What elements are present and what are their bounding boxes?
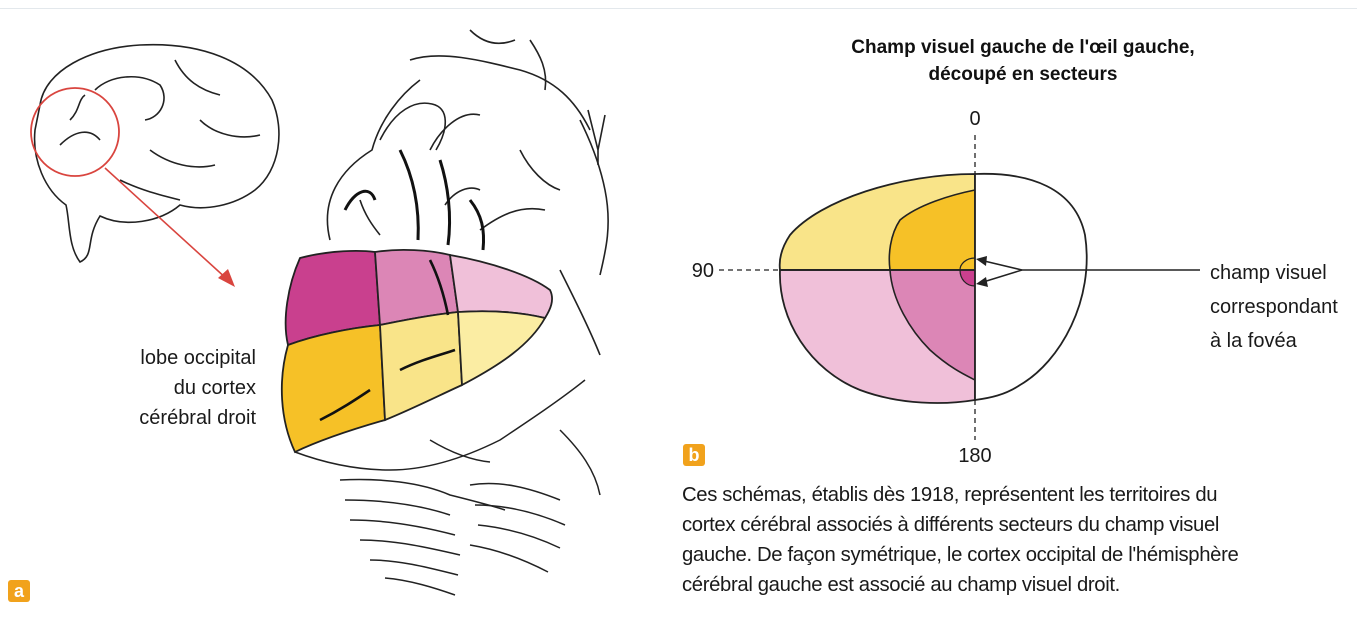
- caption-line-3: gauche. De façon symétrique, le cortex o…: [682, 544, 1238, 566]
- sulci-lines: [345, 150, 484, 250]
- tick-bottom-180: 180: [958, 445, 991, 467]
- occipital-colored-regions: [282, 250, 552, 452]
- lobe-label-line-2: du cortex: [174, 377, 256, 399]
- fovea-label-line-3: à la fovéa: [1210, 330, 1298, 352]
- zoom-arrow-line: [105, 168, 228, 280]
- badge-a-letter: a: [14, 581, 25, 601]
- panel-a-brain-diagram: lobe occipital du cortex cérébral droit …: [0, 0, 640, 614]
- visual-field-title-line-2: découpé en secteurs: [928, 64, 1117, 85]
- visual-field-diagram: Champ visuel gauche de l'œil gauche, déc…: [640, 0, 1357, 470]
- tick-left-90: 90: [692, 260, 714, 282]
- region-orange-yellow: [282, 325, 385, 452]
- region-pale-yellow: [458, 311, 545, 385]
- small-brain-sketch: [35, 45, 279, 262]
- tick-top-0: 0: [969, 108, 980, 130]
- fovea-label-line-2: correspondant: [1210, 296, 1338, 318]
- zoom-arrow-head: [218, 269, 235, 287]
- lobe-label-line-1: lobe occipital: [140, 347, 256, 369]
- caption-line-1: Ces schémas, établis dès 1918, représent…: [682, 484, 1217, 506]
- caption-line-2: cortex cérébral associés à différents se…: [682, 514, 1219, 536]
- region-light-yellow: [380, 312, 462, 420]
- zoom-circle: [31, 88, 119, 176]
- right-half-field-outline: [975, 174, 1087, 400]
- badge-b-letter: b: [689, 445, 700, 465]
- lobe-label-line-3: cérébral droit: [139, 407, 256, 429]
- region-light-pink: [450, 255, 552, 318]
- figure-caption: Ces schémas, établis dès 1918, représent…: [682, 480, 1354, 600]
- visual-field-title-line-1: Champ visuel gauche de l'œil gauche,: [851, 37, 1194, 58]
- brain-illustration: lobe occipital du cortex cérébral droit …: [0, 0, 640, 614]
- fovea-label-line-1: champ visuel: [1210, 262, 1327, 284]
- caption-line-4: cérébral gauche est associé au champ vis…: [682, 574, 1120, 596]
